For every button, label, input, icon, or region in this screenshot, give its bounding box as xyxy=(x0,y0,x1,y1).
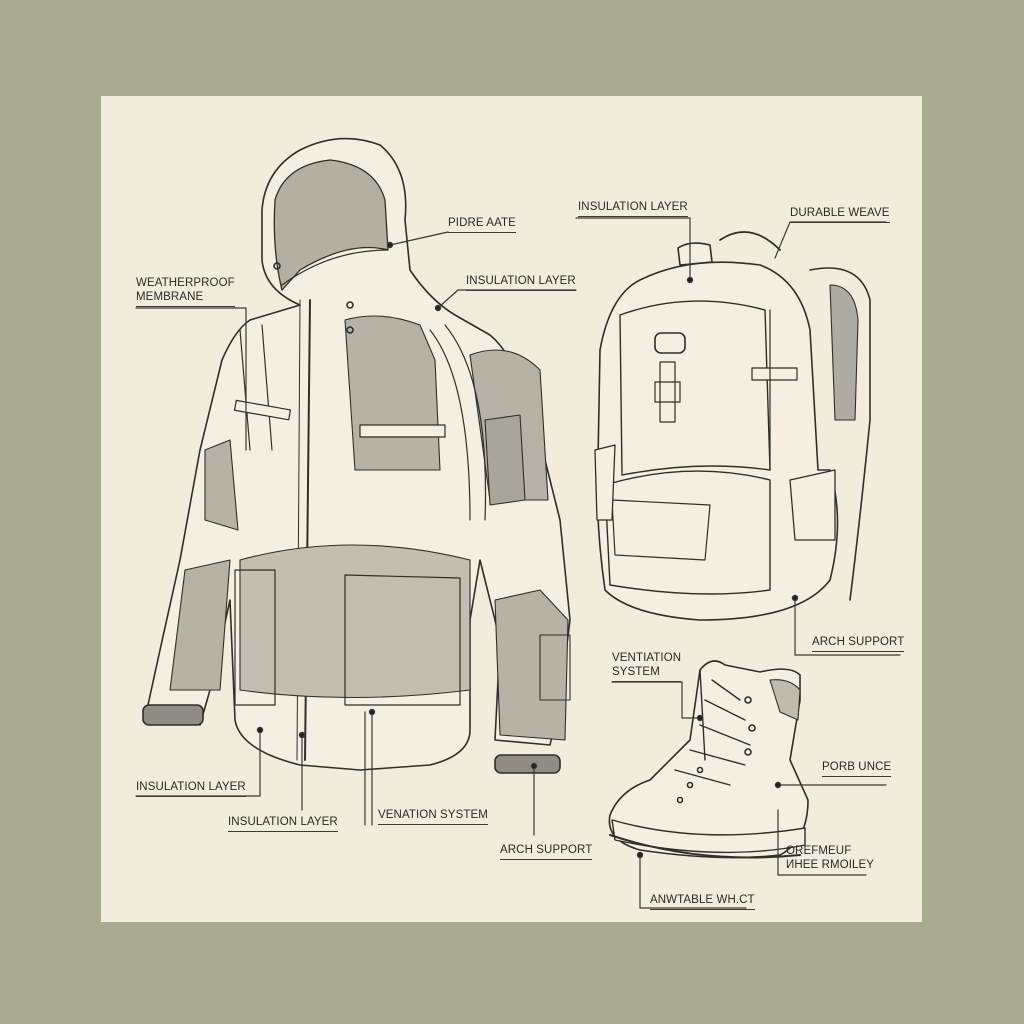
label-backpack-arch-support: ARCH SUPPORT xyxy=(812,635,905,652)
label-line: OREFMEUF xyxy=(786,845,852,857)
label-line: WEATHERPROOF xyxy=(136,277,235,289)
label-venation-system: VENATION SYSTEM xyxy=(378,808,488,825)
label-durable-weave: DURABLE WEAVE xyxy=(790,206,890,223)
label-line: ИHEE RMOILEY xyxy=(786,859,875,871)
label-line: SYSTEM xyxy=(612,666,660,678)
label-toe: ANWTABLE WH.CT xyxy=(650,893,755,910)
label-zip-insulation: INSULATION LAYER xyxy=(228,815,338,832)
label-line: VENTIATION xyxy=(612,652,682,664)
label-weatherproof-membrane: WEATHERPROOF MEMBRANE xyxy=(136,276,235,307)
backpack-drawing xyxy=(594,231,871,621)
label-sole: OREFMEUF ИHEE RMOILEY xyxy=(786,844,874,872)
label-bottom-insulation: INSULATION LAYER xyxy=(136,780,246,797)
label-cuff-arch-support: ARCH SUPPORT xyxy=(500,843,593,860)
boot-drawing xyxy=(608,660,809,859)
label-hood: PIDRE AATE xyxy=(448,216,516,233)
jacket-drawing xyxy=(142,137,571,774)
label-ventilation-system: VENTIATION SYSTEM xyxy=(612,651,682,682)
label-heel: PORB UNCE xyxy=(822,760,892,777)
label-backpack-insulation: INSULATION LAYER xyxy=(578,200,688,217)
label-line: MEMBRANE xyxy=(136,291,204,303)
label-shoulder-insulation: INSULATION LAYER xyxy=(466,274,576,291)
